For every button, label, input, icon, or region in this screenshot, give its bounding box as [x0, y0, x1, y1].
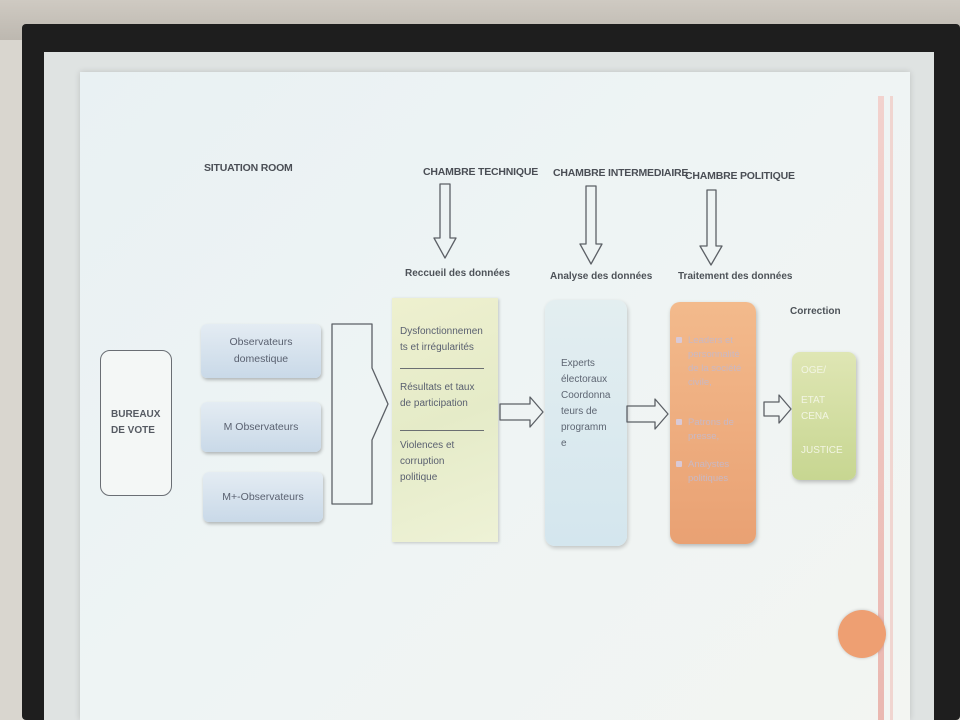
bureaux-de-vote-box: BUREAUX DE VOTE: [100, 350, 172, 496]
traitement-item1-line3: de la société: [688, 363, 742, 374]
observateurs-domestique-box: Observateurs domestique: [201, 324, 321, 378]
recueil-separator-2: [400, 430, 484, 431]
situation-room-label: SITUATION ROOM: [204, 162, 293, 174]
m-plus-observateurs-box: M+-Observateurs: [203, 472, 323, 522]
right-arrow-3: [763, 394, 792, 424]
slide-edge-decoration: [878, 96, 884, 720]
traitement-item2-line2: presse,: [688, 431, 720, 442]
obs1-line-2: domestique: [233, 353, 289, 365]
down-arrow-technique: [433, 183, 457, 259]
traitement-item2-line1: Patrons de: [688, 417, 734, 428]
analyse-label: Analyse des données: [550, 271, 653, 282]
recueil-item1-line2: ts et irrégularités: [400, 342, 474, 353]
traitement-item3-line2: politiques: [688, 473, 729, 484]
analyse-line4: teurs de: [561, 406, 598, 417]
chambre-intermediaire-label: CHAMBRE INTERMEDIAIRE: [553, 167, 689, 179]
correction-box: OGE/ ETAT CENA JUSTICE: [792, 352, 856, 480]
correction-line4: JUSTICE: [801, 445, 843, 456]
obs2-text: M Observateurs: [223, 420, 299, 433]
traitement-item1-line4: civile,: [688, 377, 712, 388]
traitement-item3-line1: Analystes: [688, 459, 730, 470]
analyse-line2: électoraux: [561, 374, 608, 385]
analyse-line6: e: [561, 438, 567, 449]
right-arrow-1: [499, 396, 544, 428]
analyse-line5: programm: [561, 422, 607, 433]
chambre-technique-label: CHAMBRE TECHNIQUE: [423, 166, 539, 178]
down-arrow-intermediaire: [579, 185, 603, 265]
obs1-line-1: Observateurs: [229, 336, 293, 348]
recueil-label: Reccueil des données: [405, 268, 511, 279]
m-observateurs-box: M Observateurs: [201, 402, 321, 452]
correction-line2: ETAT: [801, 395, 826, 406]
down-arrow-politique: [699, 189, 723, 266]
bullet-icon: [676, 419, 682, 425]
correction-label: Correction: [790, 306, 841, 317]
analyse-box: Experts électoraux Coordonna teurs de pr…: [545, 300, 627, 546]
recueil-item3-line3: politique: [400, 472, 438, 483]
analyse-line1: Experts: [561, 358, 595, 369]
traitement-item1-line1: Leaders et: [688, 335, 733, 346]
analyse-line3: Coordonna: [561, 390, 611, 401]
bureaux-line-1: BUREAUX: [111, 409, 161, 420]
recueil-item2-line2: de participation: [400, 398, 468, 409]
recueil-item2-line1: Résultats et taux: [400, 382, 475, 393]
obs3-text: M+-Observateurs: [222, 490, 304, 503]
traitement-label: Traitement des données: [678, 271, 793, 282]
recueil-box: Dysfonctionnemen ts et irrégularités Rés…: [392, 298, 498, 542]
chambre-politique-label: CHAMBRE POLITIQUE: [685, 170, 795, 182]
recueil-separator-1: [400, 368, 484, 369]
correction-line1: OGE/: [801, 365, 827, 376]
right-arrow-2: [626, 398, 669, 430]
recueil-item3-line2: corruption: [400, 456, 445, 467]
correction-line3: CENA: [801, 411, 829, 422]
bullet-icon: [676, 337, 682, 343]
decorative-circle: [838, 610, 886, 658]
bureaux-line-2: DE VOTE: [111, 425, 155, 436]
traitement-item1-line2: personnalité: [688, 349, 740, 360]
recueil-item1-line1: Dysfonctionnemen: [400, 326, 483, 337]
slide-edge-decoration-2: [890, 96, 893, 720]
recueil-item3-line1: Violences et: [400, 440, 455, 451]
bracket-arrow: [331, 323, 389, 505]
traitement-box: Leaders et personnalité de la société ci…: [670, 302, 756, 544]
bullet-icon: [676, 461, 682, 467]
